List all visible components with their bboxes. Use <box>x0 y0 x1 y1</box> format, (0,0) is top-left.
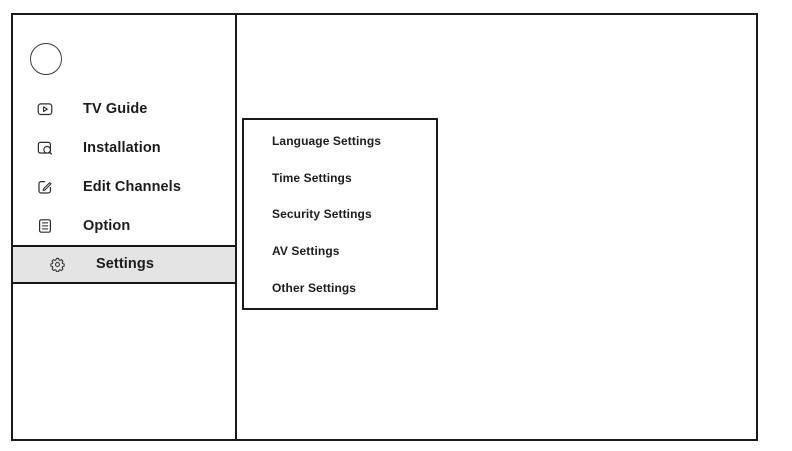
sidebar-item-edit-channels[interactable]: Edit Channels <box>13 168 235 207</box>
submenu-item-other-settings[interactable]: Other Settings <box>272 269 436 306</box>
sidebar-item-option[interactable]: Option <box>13 206 235 245</box>
sidebar-item-label: Settings <box>96 256 154 273</box>
submenu-item-security-settings[interactable]: Security Settings <box>272 196 436 233</box>
submenu-item-label: Other Settings <box>272 280 357 295</box>
sidebar-item-tv-guide[interactable]: TV Guide <box>13 90 235 129</box>
option-icon <box>36 217 53 234</box>
tv-guide-icon <box>36 101 53 118</box>
submenu-item-av-settings[interactable]: AV Settings <box>272 233 436 270</box>
submenu-item-label: AV Settings <box>272 244 340 259</box>
app-window: TV Guide Installation Edit Channels Opti… <box>11 13 758 441</box>
sidebar-item-label: TV Guide <box>83 101 148 118</box>
submenu-item-language-settings[interactable]: Language Settings <box>272 123 436 160</box>
sidebar: TV Guide Installation Edit Channels Opti… <box>13 15 237 439</box>
submenu-item-label: Time Settings <box>272 170 352 185</box>
submenu-item-label: Security Settings <box>272 207 372 222</box>
sidebar-item-label: Installation <box>83 140 161 157</box>
installation-icon <box>36 140 53 157</box>
settings-icon <box>49 256 66 273</box>
submenu-item-time-settings[interactable]: Time Settings <box>272 160 436 197</box>
sidebar-item-settings[interactable]: Settings <box>13 245 235 284</box>
sidebar-item-label: Edit Channels <box>83 178 181 195</box>
sidebar-item-label: Option <box>83 217 131 234</box>
submenu-item-label: Language Settings <box>272 134 382 149</box>
edit-channels-icon <box>36 178 53 195</box>
settings-submenu-panel: Language Settings Time Settings Security… <box>242 118 438 310</box>
sidebar-item-installation[interactable]: Installation <box>13 129 235 168</box>
avatar[interactable] <box>30 43 62 75</box>
sidebar-menu: TV Guide Installation Edit Channels Opti… <box>13 90 235 284</box>
